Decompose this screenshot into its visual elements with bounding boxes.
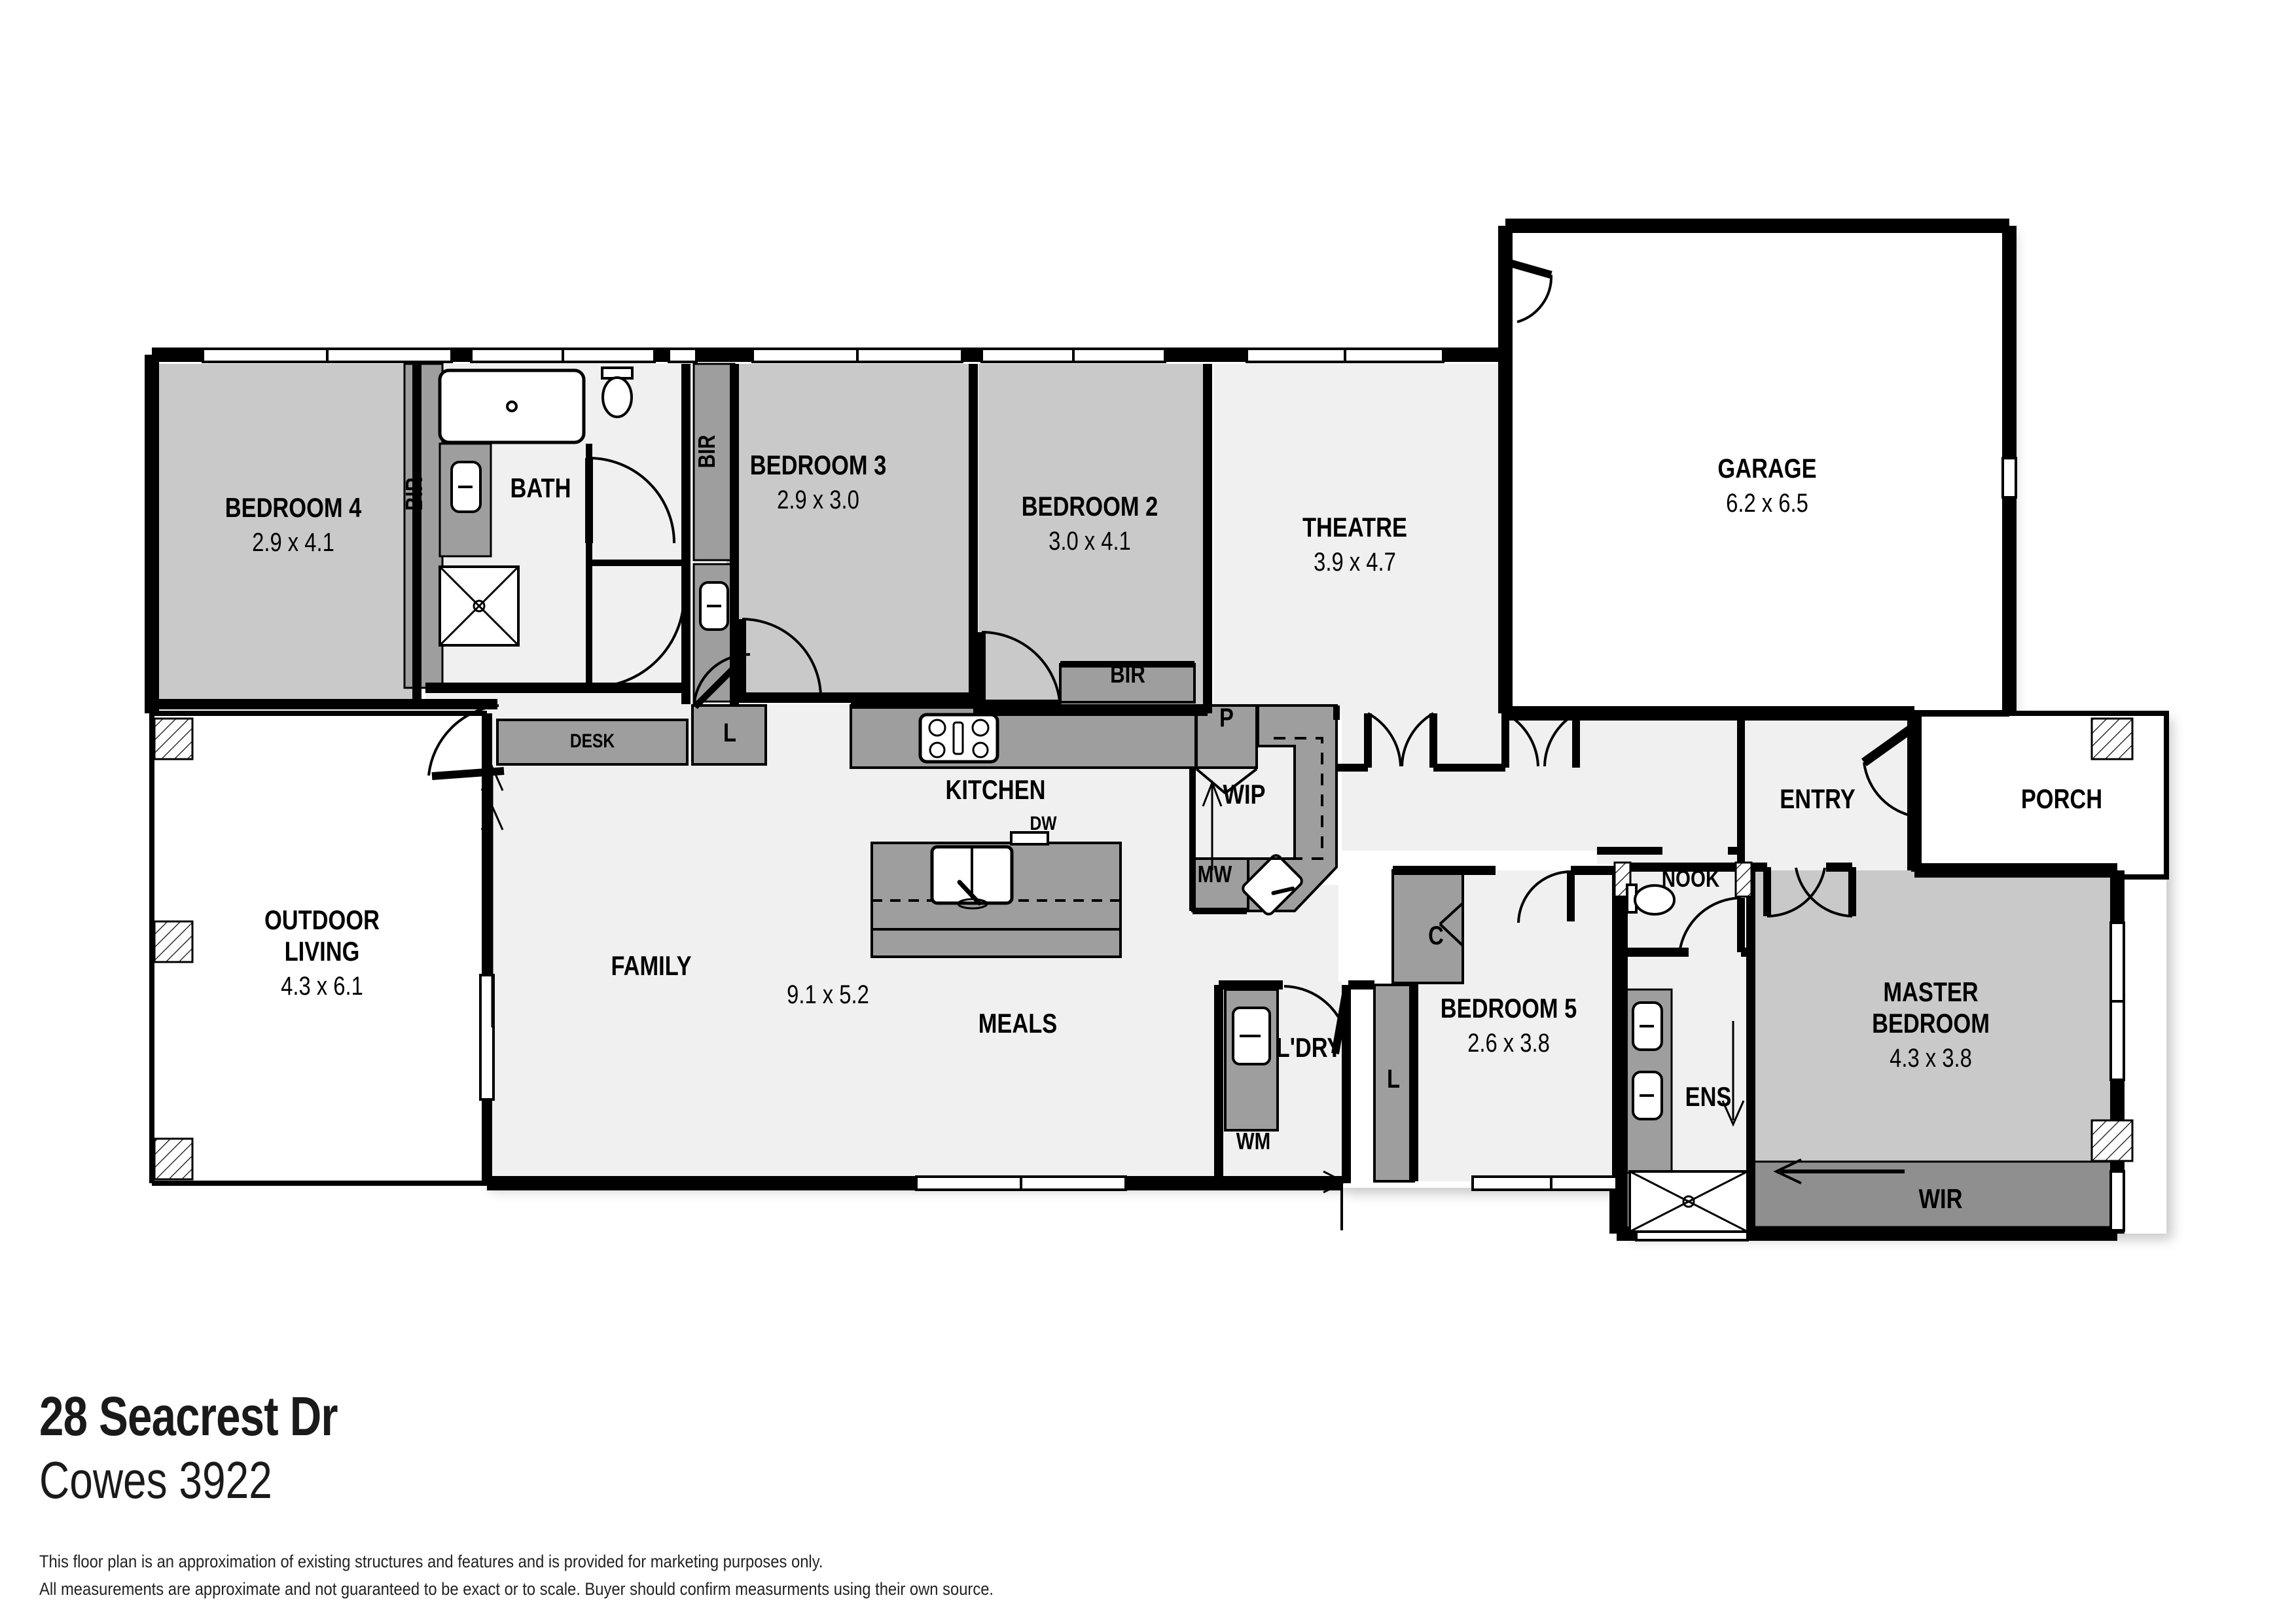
room-label-ens: ENS xyxy=(1685,1082,1732,1113)
post-outdoor-sw xyxy=(153,1137,194,1181)
post-outdoor-nw xyxy=(153,717,194,760)
room-labels: BEDROOM 42.9 x 4.1 BATH BEDROOM 3 2.9 x 3.0… xyxy=(225,450,2102,1113)
disclaimer-line-1: This floor plan is an approximation of e… xyxy=(39,1552,823,1571)
room-dims-master: 4.3 x 3.8 xyxy=(1890,1043,1972,1073)
fill-entry xyxy=(1741,713,1914,874)
room-dims-theatre: 3.9 x 4.7 xyxy=(1314,547,1396,577)
ens-wc-pan xyxy=(1634,884,1676,916)
label-bir_bed4: BIR xyxy=(401,477,427,510)
room-dims-bedroom4: 2.9 x 4.1 xyxy=(252,527,334,557)
fill-bedroom2 xyxy=(978,364,1204,711)
room-label-master: BEDROOM xyxy=(1872,1008,1990,1039)
label-closet_c: C xyxy=(1428,921,1444,950)
fill-bedroom3 xyxy=(726,364,969,698)
annotations xyxy=(480,737,1905,1194)
room-label-outdoor: LIVING xyxy=(285,936,360,967)
posts xyxy=(153,717,2134,1181)
room-label-bedroom5: BEDROOM 5 xyxy=(1441,993,1577,1024)
post-porch-se xyxy=(2090,1119,2134,1162)
dishwasher xyxy=(1010,831,1049,846)
room-label-garage: GARAGE xyxy=(1717,454,1816,484)
label-linen_b: L xyxy=(1387,1064,1400,1094)
room-label-bedroom2: BEDROOM 2 xyxy=(1022,491,1158,522)
room-label-outdoor: OUTDOOR xyxy=(264,905,380,936)
room-label-bedroom3: BEDROOM 3 xyxy=(750,450,886,481)
room-label-bath: BATH xyxy=(510,473,571,504)
disclaimer-block: This floor plan is an approximation of e… xyxy=(39,1551,1741,1606)
linen-cupboard-a xyxy=(691,704,767,766)
room-label-family: FAMILY xyxy=(611,951,691,982)
label-wm: WM xyxy=(1236,1128,1270,1154)
post-nook-b xyxy=(1734,861,1753,898)
label-dw: DW xyxy=(1030,812,1057,834)
fill-bedroom4 xyxy=(158,364,417,704)
address-line-2: Cowes 3922 xyxy=(39,1451,272,1510)
room-label-entry: ENTRY xyxy=(1780,784,1855,815)
wc-pan xyxy=(601,376,633,418)
bir-kitchen-hall xyxy=(1059,663,1196,704)
disclaimer-line-2: All measurements are approximate and not… xyxy=(39,1578,994,1599)
cooktop xyxy=(918,713,999,764)
fill-porch xyxy=(1914,726,2166,877)
fill-garage xyxy=(1513,234,2001,705)
room-dims-bedroom2: 3.0 x 4.1 xyxy=(1049,526,1131,556)
label-desk: DESK xyxy=(570,730,615,752)
address-line-1: 28 Seacrest Dr xyxy=(39,1385,338,1447)
room-label-kitchen: KITCHEN xyxy=(945,775,1045,806)
label-bir_bed3: BIR xyxy=(693,435,719,468)
label-mw: MW xyxy=(1198,861,1232,887)
room-label-theatre: THEATRE xyxy=(1302,512,1407,543)
kitchen-island-base xyxy=(870,928,1122,958)
room-label-bedroom4: BEDROOM 4 xyxy=(225,493,362,524)
label-linen_a: L xyxy=(723,718,736,747)
label-pantry: P xyxy=(1219,703,1234,732)
label-nook: NOOK xyxy=(1662,865,1720,891)
fill-outdoor xyxy=(152,713,487,1183)
label-wip: WIP xyxy=(1223,779,1265,810)
room-label-ldry: L'DRY xyxy=(1276,1033,1342,1063)
windows xyxy=(202,348,2125,1241)
post-porch-ne xyxy=(2090,717,2134,760)
room-dims-familydim: 9.1 x 5.2 xyxy=(787,980,869,1009)
label-bir_kitch: BIR xyxy=(1110,661,1145,688)
room-label-master: MASTER xyxy=(1883,977,1978,1008)
fill-theatre xyxy=(1214,364,1502,714)
fixtures xyxy=(438,366,1749,1233)
room-dims-outdoor: 4.3 x 6.1 xyxy=(281,971,363,1001)
room-dims-garage: 6.2 x 6.5 xyxy=(1726,488,1808,518)
walls xyxy=(145,219,2169,1241)
room-label-meals: MEALS xyxy=(978,1008,1057,1039)
small-labels: BIR BIR BIR DESK L P WIP MW DW WM L C NOOK WIR xyxy=(401,435,1962,1214)
desk-joinery xyxy=(496,719,689,766)
title-block: 28 Seacrest Dr Cowes 3922 xyxy=(39,1387,1479,1509)
room-dims-bedroom5: 2.6 x 3.8 xyxy=(1467,1028,1550,1058)
room-dims-bedroom3: 2.9 x 3.0 xyxy=(777,485,859,514)
doors xyxy=(419,258,1918,1055)
room-label-porch: PORCH xyxy=(2021,784,2102,815)
bathtub xyxy=(438,368,586,444)
wip-sink xyxy=(1242,854,1303,916)
bir-bedroom4 xyxy=(403,363,444,689)
label-wir: WIR xyxy=(1919,1184,1963,1215)
post-outdoor-w xyxy=(153,920,194,963)
